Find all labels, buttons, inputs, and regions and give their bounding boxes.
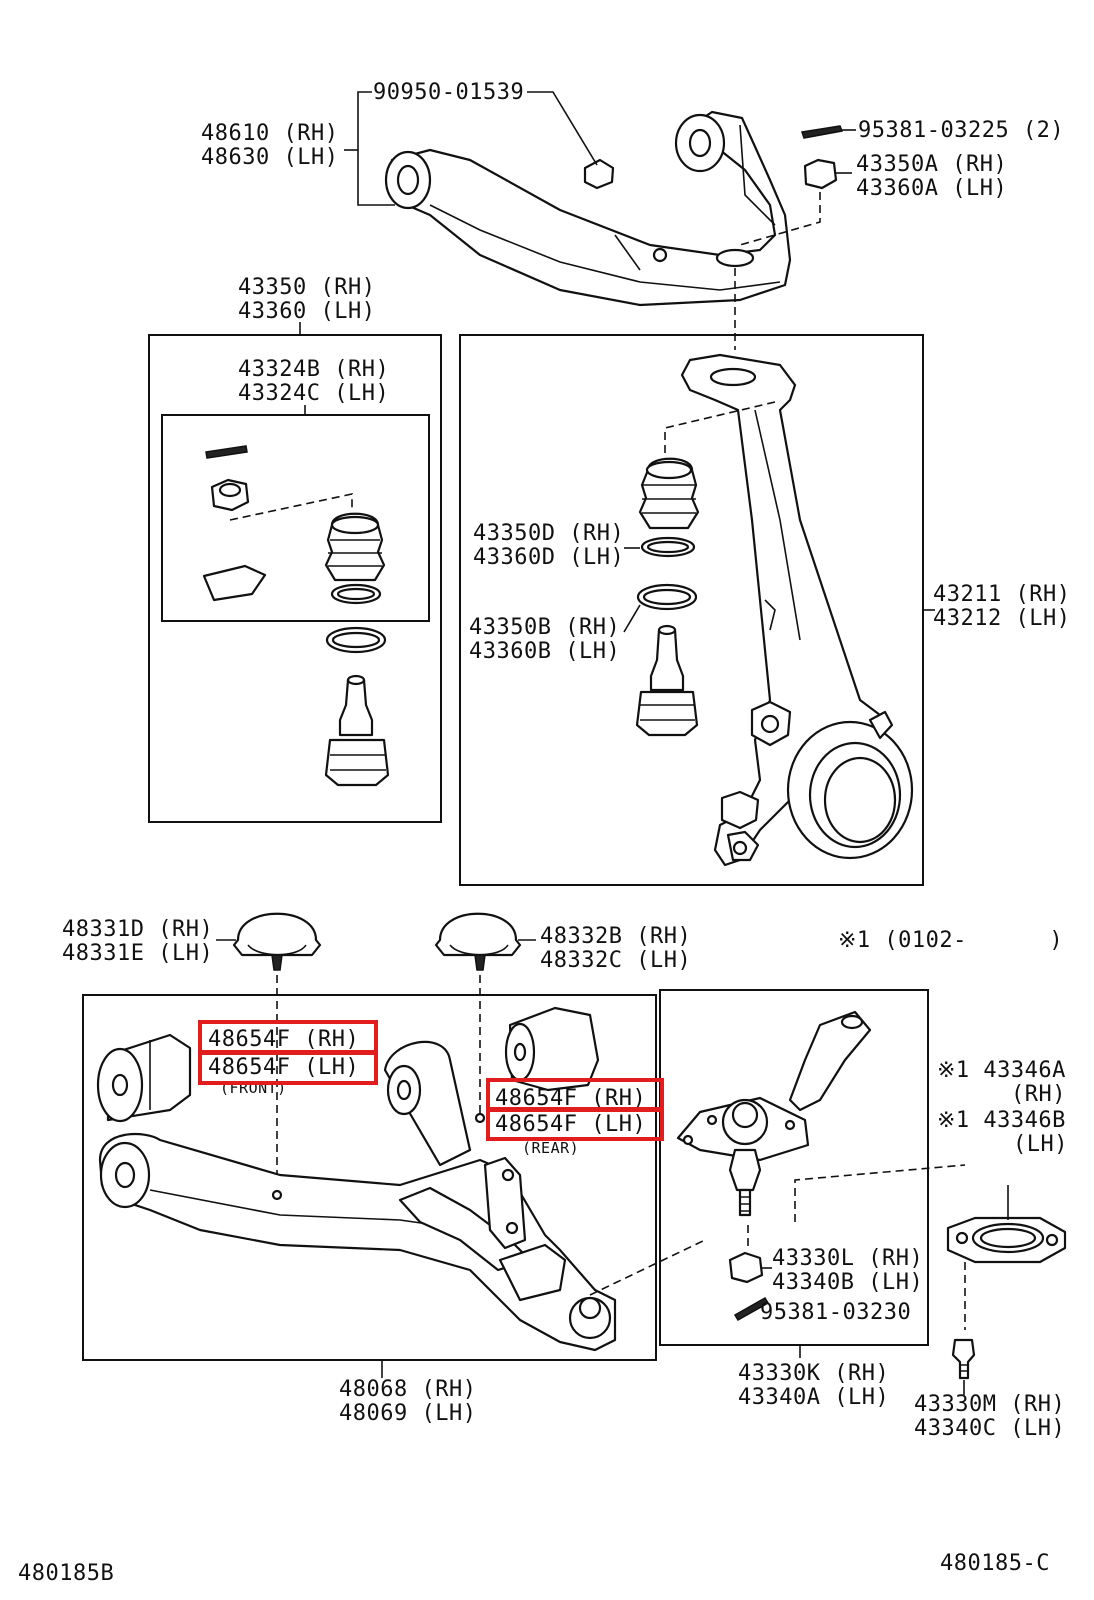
label-48331d-rh: 48331D (RH) bbox=[62, 917, 214, 942]
ball-joint-assembly-box bbox=[148, 334, 442, 823]
bump-stopper-front bbox=[232, 912, 322, 971]
label-48630-lh: 48630 (LH) bbox=[201, 145, 339, 170]
label-43346b-side: (LH) bbox=[1013, 1132, 1068, 1157]
label-43350-rh: 43350 (RH) bbox=[238, 275, 376, 300]
label-48610-rh: 48610 (RH) bbox=[201, 121, 339, 146]
label-95381-03225: 95381-03225 (2) bbox=[858, 118, 1065, 143]
label-43340a-lh: 43340A (LH) bbox=[738, 1385, 890, 1410]
figure-code-right: 480185-C bbox=[940, 1551, 1050, 1576]
label-43350d-rh: 43350D (RH) bbox=[473, 521, 625, 546]
figure-code-left: 480185B bbox=[18, 1561, 115, 1586]
label-43346b: ※1 43346B bbox=[937, 1108, 1066, 1133]
highlight-rear-lh bbox=[486, 1107, 664, 1141]
label-48654f-rear-rh: 48654F (RH) bbox=[495, 1086, 647, 1111]
label-90950-01539: 90950-01539 bbox=[373, 80, 525, 105]
label-48331e-lh: 48331E (LH) bbox=[62, 941, 214, 966]
label-note-0102: ※1 (0102- ) bbox=[838, 928, 1064, 953]
label-43350b-rh: 43350B (RH) bbox=[469, 615, 621, 640]
ball-joint-kit-box bbox=[161, 414, 430, 622]
label-rear-tag: (REAR) bbox=[522, 1139, 580, 1157]
label-95381-03230: 95381-03230 bbox=[760, 1300, 912, 1325]
label-48654f-front-lh: 48654F (LH) bbox=[208, 1055, 360, 1080]
bump-stopper-rear bbox=[434, 912, 522, 971]
label-43360-lh: 43360 (LH) bbox=[238, 299, 376, 324]
label-43330l-rh: 43330L (RH) bbox=[772, 1246, 924, 1271]
label-43212-lh: 43212 (LH) bbox=[933, 606, 1071, 631]
label-43330m-rh: 43330M (RH) bbox=[914, 1392, 1066, 1417]
label-43324c-lh: 43324C (LH) bbox=[238, 381, 390, 406]
label-43211-rh: 43211 (RH) bbox=[933, 582, 1071, 607]
label-48332c-lh: 48332C (LH) bbox=[540, 948, 692, 973]
label-43340b-lh: 43340B (LH) bbox=[772, 1270, 924, 1295]
label-48332b-rh: 48332B (RH) bbox=[540, 924, 692, 949]
highlight-front-rh bbox=[198, 1020, 378, 1054]
label-43360a-lh: 43360A (LH) bbox=[856, 176, 1008, 201]
label-48068-rh: 48068 (RH) bbox=[339, 1377, 477, 1402]
label-48654f-front-rh: 48654F (RH) bbox=[208, 1027, 360, 1052]
upper-control-arm bbox=[384, 110, 792, 307]
label-43346a-side: (RH) bbox=[1011, 1082, 1066, 1107]
label-43340c-lh: 43340C (LH) bbox=[914, 1416, 1066, 1441]
highlight-front-lh bbox=[198, 1051, 378, 1085]
label-48654f-rear-lh: 48654F (LH) bbox=[495, 1112, 647, 1137]
label-43350a-rh: 43350A (RH) bbox=[856, 152, 1008, 177]
label-48069-lh: 48069 (LH) bbox=[339, 1401, 477, 1426]
label-43324b-rh: 43324B (RH) bbox=[238, 357, 390, 382]
label-43360d-lh: 43360D (LH) bbox=[473, 545, 625, 570]
label-43330k-rh: 43330K (RH) bbox=[738, 1361, 890, 1386]
label-43346a: ※1 43346A bbox=[937, 1058, 1066, 1083]
label-43360b-lh: 43360B (LH) bbox=[469, 639, 621, 664]
lower-arm-box bbox=[82, 994, 657, 1361]
